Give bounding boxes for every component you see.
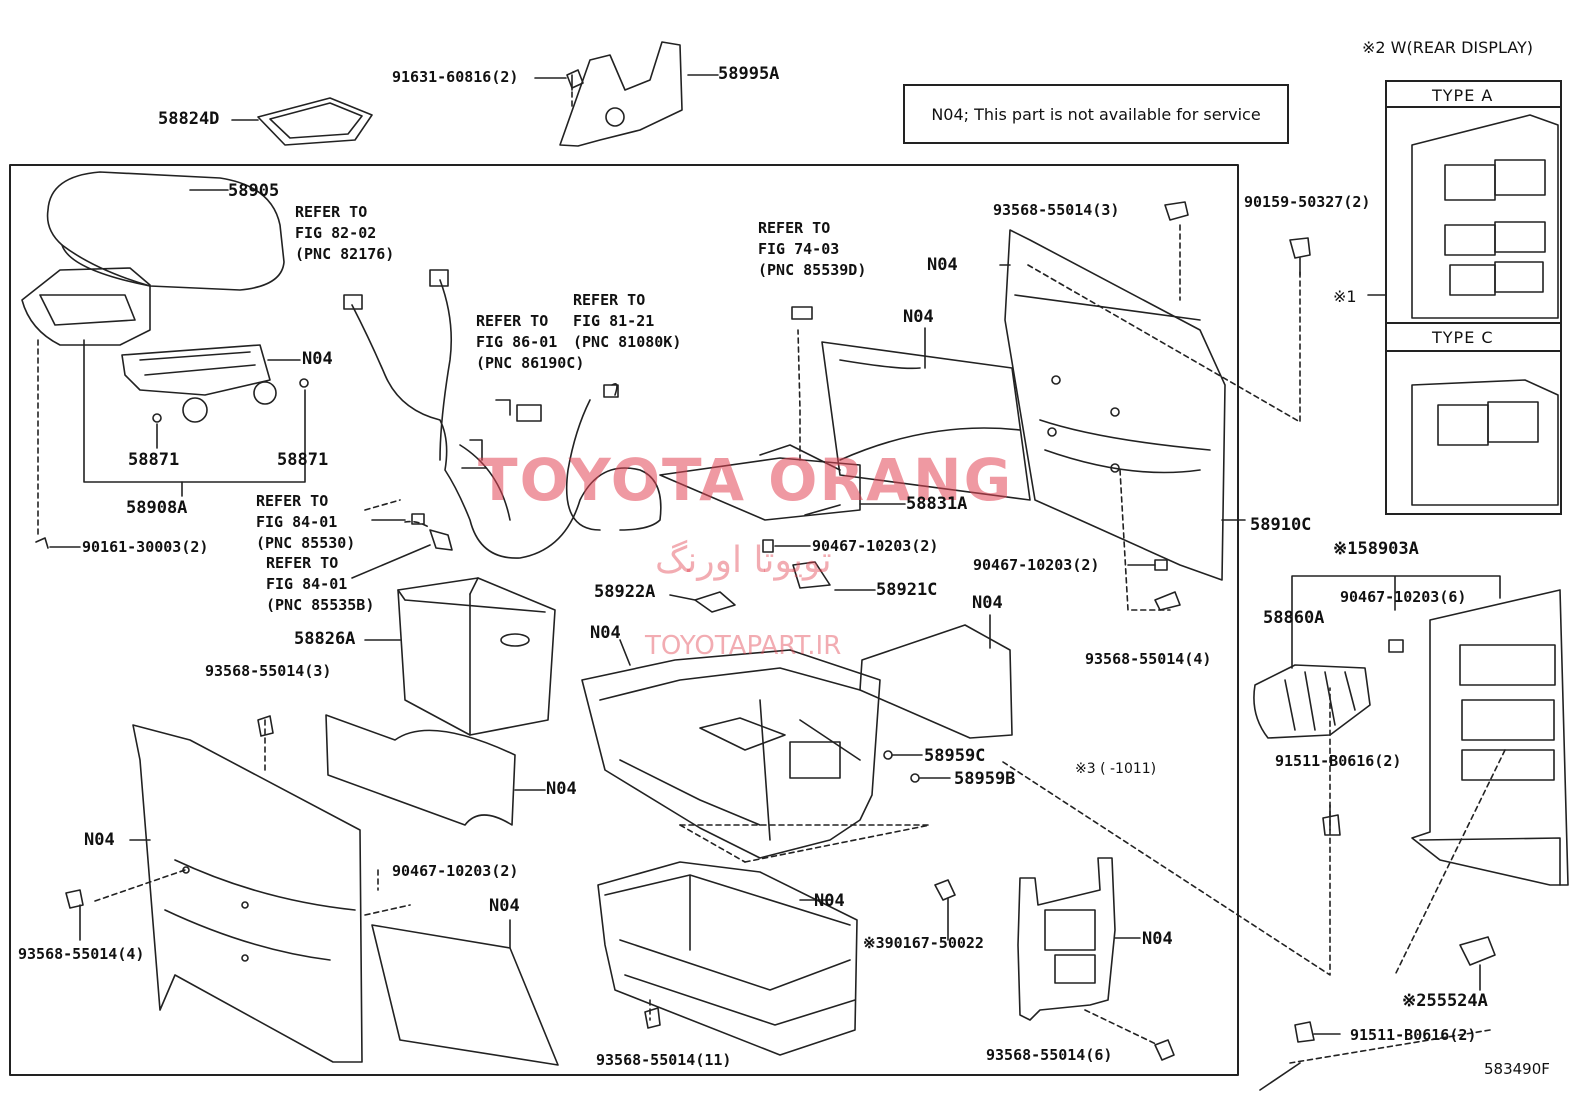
- label-90159: 90159-50327(2): [1244, 193, 1371, 211]
- reference-fig74: REFER TO FIG 74-03 (PNC 85539D): [758, 219, 867, 279]
- legend-frame: [1385, 80, 1562, 515]
- label-58824d: 58824D: [158, 109, 220, 129]
- reference-fig84b: REFER TO FIG 84-01 (PNC 85535B): [266, 554, 375, 614]
- watermark-site: TOYOTAPART.IR: [645, 631, 842, 661]
- cap-58824d: [257, 97, 373, 146]
- reference-fig86: REFER TO FIG 86-01 (PNC 86190C): [476, 312, 585, 372]
- console-upper-base: [21, 267, 151, 346]
- label-n04-mid-left: N04: [546, 779, 577, 799]
- label-91511-bottom: 91511-B0616(2): [1350, 1026, 1477, 1044]
- label-n04-center: N04: [590, 623, 621, 643]
- label-58910c: 58910C: [1250, 515, 1312, 535]
- label-90467-2-mid: 90467-10203(2): [812, 537, 939, 555]
- label-n04-left: N04: [84, 830, 115, 850]
- label-58922a: 58922A: [594, 582, 656, 602]
- console-hinge-bracket: [121, 344, 271, 396]
- label-58871-right: 58871: [277, 450, 329, 470]
- label-93568-3a: 93568-55014(3): [205, 662, 332, 680]
- label-58903a: ※158903A: [1333, 539, 1419, 559]
- type-c-header: [1385, 322, 1562, 352]
- label-58826a: 58826A: [294, 629, 356, 649]
- bracket-58995a: [559, 41, 683, 147]
- card-holder: [659, 457, 861, 521]
- label-90467-6: 90467-10203(6): [1340, 588, 1467, 606]
- type-a-label: TYPE A: [1432, 86, 1494, 105]
- label-90161: 90161-30003(2): [82, 538, 209, 556]
- panel-upper: [821, 341, 1031, 501]
- label-91511-top: 91511-B0616(2): [1275, 752, 1402, 770]
- label-90467-2-left: 90467-10203(2): [392, 862, 519, 880]
- liner-lower-left: [371, 924, 559, 1066]
- label-58860a: 58860A: [1263, 608, 1325, 628]
- label-93568-4-left: 93568-55014(4): [18, 945, 145, 963]
- label-58995a: 58995A: [718, 64, 780, 84]
- label-n04-lower-left: N04: [489, 896, 520, 916]
- label-58905: 58905: [228, 181, 280, 201]
- lower-tray: [597, 861, 858, 1056]
- type-c-label: TYPE C: [1432, 328, 1494, 347]
- liner-mid-left: [325, 714, 516, 826]
- left-side-panel: [132, 724, 363, 1063]
- reference-fig82: REFER TO FIG 82-02 (PNC 82176): [295, 203, 395, 263]
- legend-title: ※2 W(REAR DISPLAY): [1362, 38, 1533, 57]
- part-55524a: [1459, 936, 1496, 966]
- main-frame: [9, 164, 1239, 1076]
- label-93568-4-right: 93568-55014(4): [1085, 650, 1212, 668]
- label-91631: 91631-60816(2): [392, 68, 519, 86]
- label-n04-tray: N04: [814, 891, 845, 911]
- clip-58921c: [792, 561, 831, 589]
- watermark-brand: TOYOTA ORANG: [478, 446, 1014, 514]
- legend-mark1: ※1: [1333, 287, 1357, 306]
- label-93568-6: 93568-55014(6): [986, 1046, 1113, 1064]
- label-n04-panel: N04: [903, 307, 934, 327]
- label-93568-11: 93568-55014(11): [596, 1051, 732, 1069]
- reference-fig84a: REFER TO FIG 84-01 (PNC 85530): [256, 492, 356, 552]
- type-a-header: [1385, 80, 1562, 108]
- label-n04-side-top: N04: [927, 255, 958, 275]
- label-55524a: ※255524A: [1402, 991, 1488, 1011]
- notice-code: N04: [931, 104, 964, 124]
- wire-harness: [351, 304, 662, 559]
- label-n04-right-liner: N04: [972, 593, 1003, 613]
- vent-58860a: [1253, 664, 1371, 739]
- label-90467-2-right: 90467-10203(2): [973, 556, 1100, 574]
- label-93568-3b: 93568-55014(3): [993, 201, 1120, 219]
- label-n04-bracket: N04: [1142, 929, 1173, 949]
- figure-code: 583490F: [1484, 1060, 1550, 1078]
- watermark-persian: تویوتا اورنگ: [655, 540, 832, 581]
- service-notice: N04 ; This part is not available for ser…: [903, 84, 1289, 144]
- label-n04-top-console: N04: [302, 349, 333, 369]
- right-side-panel: [1004, 229, 1226, 581]
- label-58871-left: 58871: [128, 450, 180, 470]
- reference-fig81: REFER TO FIG 81-21 (PNC 81080K): [573, 291, 682, 351]
- label-58959c: 58959C: [924, 746, 986, 766]
- label-58921c: 58921C: [876, 580, 938, 600]
- notice-text: ; This part is not available for service: [963, 104, 1261, 124]
- console-main-frame: [581, 649, 881, 859]
- type-c-panel: [1411, 379, 1559, 506]
- bracket-lower-right: [1017, 857, 1116, 1021]
- label-58908a: 58908A: [126, 498, 188, 518]
- liner-right: [859, 624, 1013, 739]
- rear-display: [1411, 589, 1569, 886]
- type-a-panel: [1411, 114, 1559, 319]
- label-mark3-range: ※3 ( -1011): [1075, 761, 1157, 777]
- label-58831a: 58831A: [906, 494, 968, 514]
- label-58959b: 58959B: [954, 769, 1016, 789]
- clip-58922a: [694, 591, 736, 613]
- label-90167: ※390167-50022: [863, 934, 984, 952]
